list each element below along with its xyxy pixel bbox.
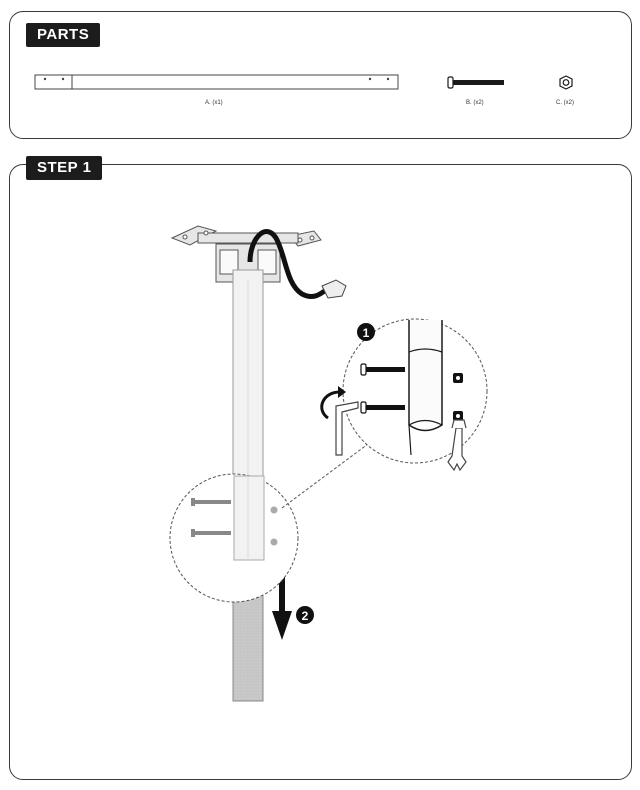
part-a-label: A. (x1) bbox=[205, 100, 223, 106]
step-panel bbox=[9, 164, 632, 780]
part-a-pole bbox=[34, 74, 399, 90]
hex-key-tool bbox=[320, 386, 359, 456]
detail-connector bbox=[281, 443, 369, 509]
power-cable bbox=[247, 229, 347, 299]
svg-text:1: 1 bbox=[363, 326, 370, 340]
part-b-bolt bbox=[447, 76, 504, 89]
wrench-tool bbox=[447, 419, 467, 472]
step-heading: STEP 1 bbox=[26, 156, 103, 180]
detail-circle-upper bbox=[342, 318, 488, 464]
part-b-label: B. (x2) bbox=[466, 100, 484, 106]
callout-2: 2 bbox=[296, 606, 314, 624]
detail-circle-lower bbox=[169, 473, 299, 603]
part-c-label: C. (x2) bbox=[556, 100, 574, 106]
parts-heading: PARTS bbox=[26, 23, 101, 47]
callout-1: 1 bbox=[357, 323, 375, 341]
part-c-nut bbox=[559, 75, 573, 90]
svg-text:2: 2 bbox=[302, 609, 309, 623]
down-arrow bbox=[272, 577, 292, 640]
